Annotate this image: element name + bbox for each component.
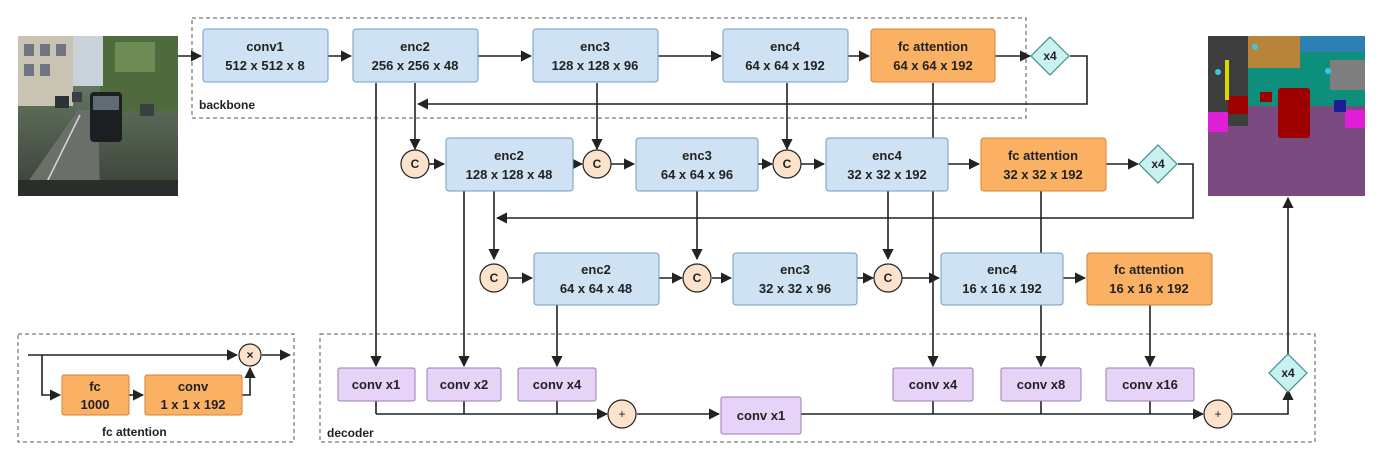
- upsample-x4-row1: x4: [1030, 36, 1070, 76]
- enc2-box-row2: enc2 128 x 128 x 48: [445, 137, 574, 192]
- decoder-label: decoder: [327, 426, 374, 440]
- svg-text:conv x1: conv x1: [737, 408, 785, 423]
- decoder-conv-x16: conv x16: [1105, 367, 1195, 402]
- fca-row2-size: 32 x 32 x 192: [1003, 167, 1083, 182]
- conv1-title: conv1: [246, 39, 284, 54]
- svg-text:C: C: [411, 157, 420, 171]
- svg-text:+: +: [618, 407, 625, 421]
- enc4-row3-title: enc4: [987, 262, 1017, 277]
- svg-text:conv x16: conv x16: [1122, 377, 1178, 392]
- upsample-row1-label: x4: [1043, 49, 1057, 63]
- decoder-conv-x2: conv x2: [426, 367, 502, 402]
- svg-text:conv x2: conv x2: [440, 377, 488, 392]
- fc-1000-box: fc 1000: [61, 374, 130, 416]
- enc4-row2-size: 32 x 32 x 192: [847, 167, 927, 182]
- svg-text:1 x 1 x 192: 1 x 1 x 192: [160, 397, 225, 412]
- svg-text:x4: x4: [1281, 366, 1295, 380]
- backbone-label: backbone: [199, 98, 255, 112]
- enc4-row3-size: 16 x 16 x 192: [962, 281, 1042, 296]
- input-street-image: [18, 36, 178, 197]
- enc2-box-row1: enc2 256 x 256 x 48: [352, 28, 479, 83]
- enc4-row1-size: 64 x 64 x 192: [745, 58, 825, 73]
- enc2-row3-size: 64 x 64 x 48: [560, 281, 632, 296]
- fc-attention-box-row2: fc attention 32 x 32 x 192: [980, 137, 1107, 192]
- decoder-conv-x1-mid: conv x1: [720, 396, 802, 435]
- upsample-row2-label: x4: [1151, 157, 1165, 171]
- decoder-region: [319, 333, 1316, 443]
- svg-text:conv: conv: [178, 379, 209, 394]
- enc4-box-row1: enc4 64 x 64 x 192: [722, 28, 849, 83]
- enc4-box-row2: enc4 32 x 32 x 192: [825, 137, 949, 192]
- decoder-conv-x1-a: conv x1: [337, 367, 416, 402]
- svg-text:C: C: [884, 271, 893, 285]
- multiply-node: ×: [238, 343, 262, 367]
- fc-attention-box-row3: fc attention 16 x 16 x 192: [1086, 252, 1213, 306]
- enc2-row3-title: enc2: [581, 262, 611, 277]
- upsample-x4-output: x4: [1268, 353, 1308, 393]
- svg-text:conv x4: conv x4: [533, 377, 582, 392]
- decoder-add-a: +: [607, 399, 637, 429]
- enc2-row2-size: 128 x 128 x 48: [466, 167, 553, 182]
- fc-attention-region: [17, 333, 295, 443]
- svg-text:conv x8: conv x8: [1017, 377, 1065, 392]
- svg-text:fc: fc: [89, 379, 101, 394]
- fca-row1-title: fc attention: [898, 39, 968, 54]
- decoder-conv-x8: conv x8: [1000, 367, 1082, 402]
- svg-text:C: C: [490, 271, 499, 285]
- enc4-box-row3: enc4 16 x 16 x 192: [940, 252, 1064, 306]
- enc2-row1-size: 256 x 256 x 48: [372, 58, 459, 73]
- concat-row3-c: C: [873, 263, 903, 293]
- svg-text:×: ×: [246, 348, 253, 362]
- svg-text:conv x4: conv x4: [909, 377, 958, 392]
- enc2-row1-title: enc2: [400, 39, 430, 54]
- svg-text:conv x1: conv x1: [352, 377, 400, 392]
- enc2-box-row3: enc2 64 x 64 x 48: [533, 252, 660, 306]
- backbone-region: [191, 17, 1027, 119]
- concat-row2-a: C: [400, 149, 430, 179]
- conv-1x1-box: conv 1 x 1 x 192: [144, 374, 243, 416]
- fc-attention-box-row1: fc attention 64 x 64 x 192: [870, 28, 996, 83]
- conv1-size: 512 x 512 x 8: [225, 58, 305, 73]
- enc3-row3-size: 32 x 32 x 96: [759, 281, 831, 296]
- fca-row3-title: fc attention: [1114, 262, 1184, 277]
- svg-text:+: +: [1214, 407, 1221, 421]
- fca-row3-size: 16 x 16 x 192: [1109, 281, 1189, 296]
- output-segmentation-image: [1208, 36, 1365, 196]
- svg-text:C: C: [783, 157, 792, 171]
- fca-row1-size: 64 x 64 x 192: [893, 58, 973, 73]
- enc4-row2-title: enc4: [872, 148, 902, 163]
- enc3-row2-size: 64 x 64 x 96: [661, 167, 733, 182]
- upsample-x4-row2: x4: [1138, 144, 1178, 184]
- fc-attention-region-label: fc attention: [102, 425, 167, 439]
- svg-text:C: C: [593, 157, 602, 171]
- concat-row2-c: C: [772, 149, 802, 179]
- enc3-row1-title: enc3: [580, 39, 610, 54]
- enc3-box-row3: enc3 32 x 32 x 96: [732, 252, 858, 306]
- svg-text:1000: 1000: [81, 397, 110, 412]
- concat-row2-b: C: [582, 149, 612, 179]
- decoder-add-b: +: [1203, 399, 1233, 429]
- enc2-row2-title: enc2: [494, 148, 524, 163]
- enc3-box-row2: enc3 64 x 64 x 96: [635, 137, 759, 192]
- fca-row2-title: fc attention: [1008, 148, 1078, 163]
- enc3-row3-title: enc3: [780, 262, 810, 277]
- conv1-box: conv1 512 x 512 x 8: [202, 28, 329, 83]
- concat-row3-a: C: [479, 263, 509, 293]
- enc4-row1-title: enc4: [770, 39, 800, 54]
- enc3-box-row1: enc3 128 x 128 x 96: [532, 28, 659, 83]
- concat-row3-b: C: [682, 263, 712, 293]
- decoder-conv-x4-b: conv x4: [892, 367, 974, 402]
- decoder-conv-x4-a: conv x4: [517, 367, 597, 402]
- enc3-row2-title: enc3: [682, 148, 712, 163]
- enc3-row1-size: 128 x 128 x 96: [552, 58, 639, 73]
- svg-text:C: C: [693, 271, 702, 285]
